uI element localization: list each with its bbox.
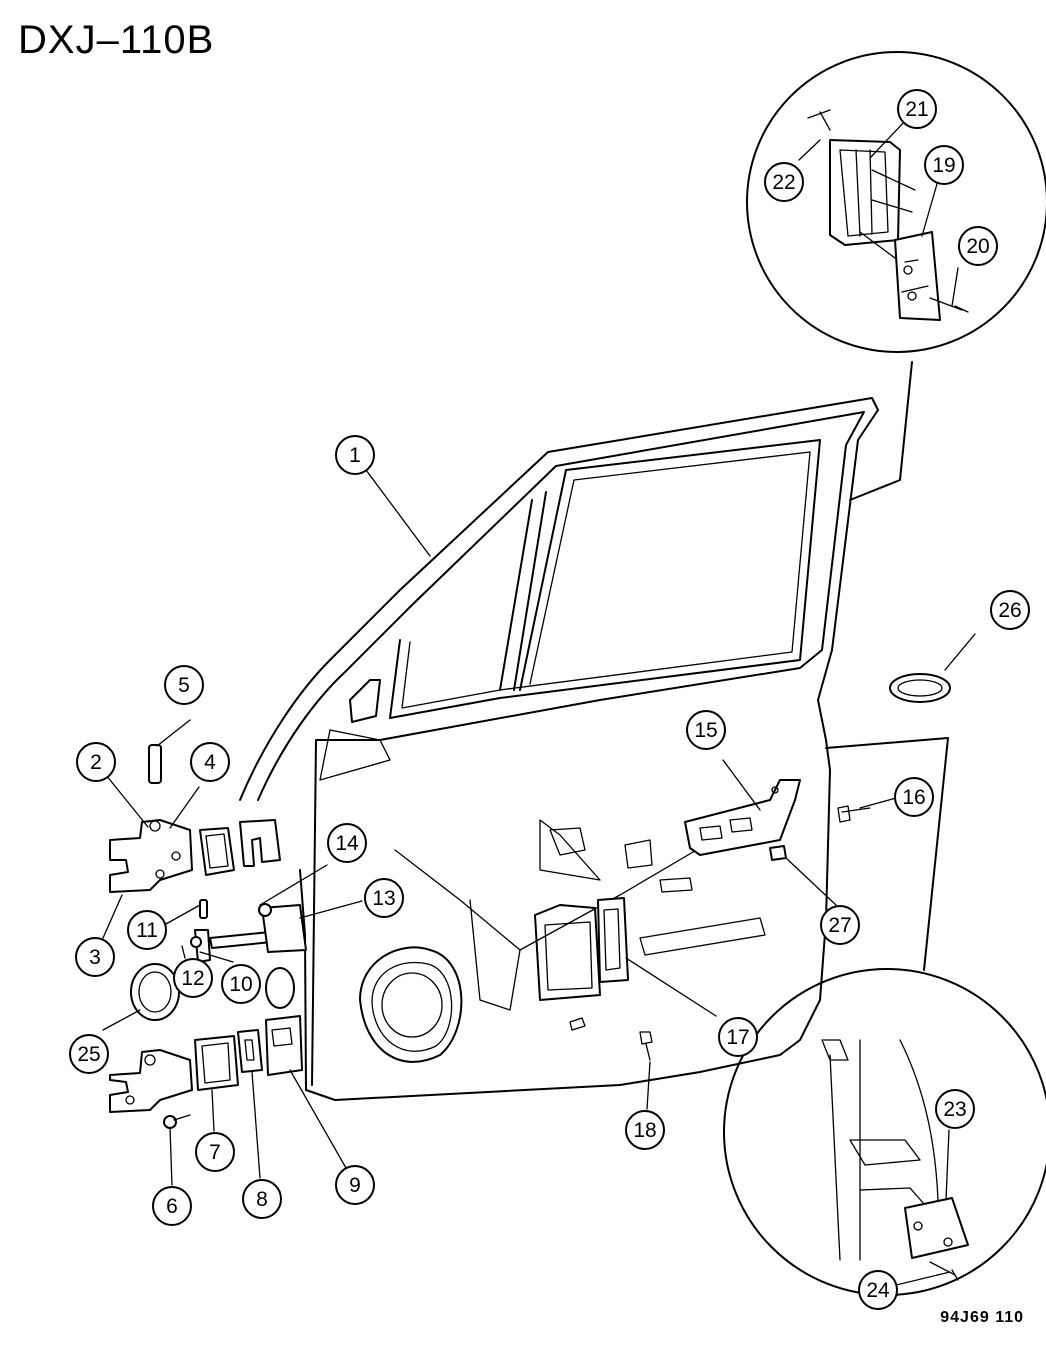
armrest-bracket [684, 779, 801, 856]
diagram-title: DXJ–110B [18, 18, 215, 62]
svg-text:14: 14 [335, 832, 359, 855]
callout-3: 3 [75, 937, 115, 977]
svg-text:20: 20 [966, 235, 989, 258]
svg-text:5: 5 [178, 674, 190, 697]
svg-text:19: 19 [932, 154, 955, 177]
callout-17: 17 [718, 1017, 758, 1057]
grommet-body [265, 967, 295, 1009]
bolt-lower [163, 1114, 191, 1129]
callout-27: 27 [820, 905, 860, 945]
hinge-pin [148, 744, 162, 784]
callout-18: 18 [625, 1110, 665, 1150]
callout-20: 20 [958, 226, 998, 266]
grommet-lower [130, 963, 180, 1021]
callout-21: 21 [897, 89, 937, 129]
check-strap [190, 899, 307, 963]
figure-code: 94J69 110 [940, 1309, 1024, 1326]
svg-text:23: 23 [943, 1098, 966, 1121]
svg-text:17: 17 [726, 1026, 749, 1049]
svg-text:21: 21 [905, 98, 928, 121]
callout-10: 10 [221, 964, 261, 1004]
detail-upper [746, 51, 1046, 353]
svg-text:15: 15 [694, 719, 717, 742]
callout-6: 6 [152, 1186, 192, 1226]
svg-text:18: 18 [633, 1119, 656, 1142]
callout-5: 5 [164, 665, 204, 705]
svg-text:1: 1 [349, 444, 361, 467]
callout-16: 16 [894, 777, 934, 817]
svg-text:22: 22 [772, 171, 795, 194]
bumper-26 [889, 673, 951, 703]
door-shell [239, 397, 879, 1101]
svg-text:2: 2 [90, 751, 102, 774]
svg-text:24: 24 [866, 1279, 890, 1302]
svg-text:4: 4 [204, 751, 216, 774]
callout-23: 23 [935, 1089, 975, 1129]
leader-lines [102, 119, 976, 1288]
svg-text:11: 11 [136, 919, 158, 942]
svg-text:10: 10 [229, 973, 252, 996]
svg-text:9: 9 [349, 1174, 361, 1197]
callout-19: 19 [924, 145, 964, 185]
callout-4: 4 [190, 742, 230, 782]
hinge-lower [109, 1049, 193, 1113]
hinge-gasket-upper [199, 827, 235, 876]
svg-text:3: 3 [89, 946, 101, 969]
svg-text:27: 27 [828, 914, 851, 937]
screw-27 [769, 845, 787, 861]
callout-15: 15 [686, 710, 726, 750]
svg-text:26: 26 [998, 599, 1021, 622]
hinge-gasket-lower [194, 1035, 239, 1091]
leader-lower-detail [825, 737, 949, 971]
callout-12: 12 [173, 958, 213, 998]
callout-2: 2 [76, 742, 116, 782]
callout-22: 22 [764, 162, 804, 202]
screw-16 [837, 805, 871, 823]
callout-8: 8 [242, 1179, 282, 1219]
callout-14: 14 [327, 823, 367, 863]
svg-text:7: 7 [209, 1141, 221, 1164]
hinge-upper [109, 819, 193, 893]
leader-upper-detail [849, 361, 913, 501]
hinge-reinforcement-lower [237, 1029, 263, 1073]
callout-1: 1 [335, 435, 375, 475]
callout-7: 7 [195, 1132, 235, 1172]
switch-17 [597, 897, 629, 983]
callout-26: 26 [990, 590, 1030, 630]
callout-9: 9 [335, 1165, 375, 1205]
callout-24: 24 [858, 1270, 898, 1310]
svg-text:8: 8 [256, 1188, 268, 1211]
hinge-reinforcement-upper [239, 819, 281, 867]
callout-25: 25 [69, 1034, 109, 1074]
svg-text:25: 25 [77, 1043, 100, 1066]
hinge-plate-body [265, 1015, 303, 1076]
callout-11: 11 [127, 910, 167, 950]
screw-18 [639, 1031, 653, 1061]
svg-text:12: 12 [181, 967, 204, 990]
detail-lower [723, 968, 1046, 1296]
svg-text:16: 16 [902, 786, 925, 809]
svg-text:13: 13 [372, 887, 395, 910]
svg-text:6: 6 [166, 1195, 178, 1218]
callout-13: 13 [364, 878, 404, 918]
